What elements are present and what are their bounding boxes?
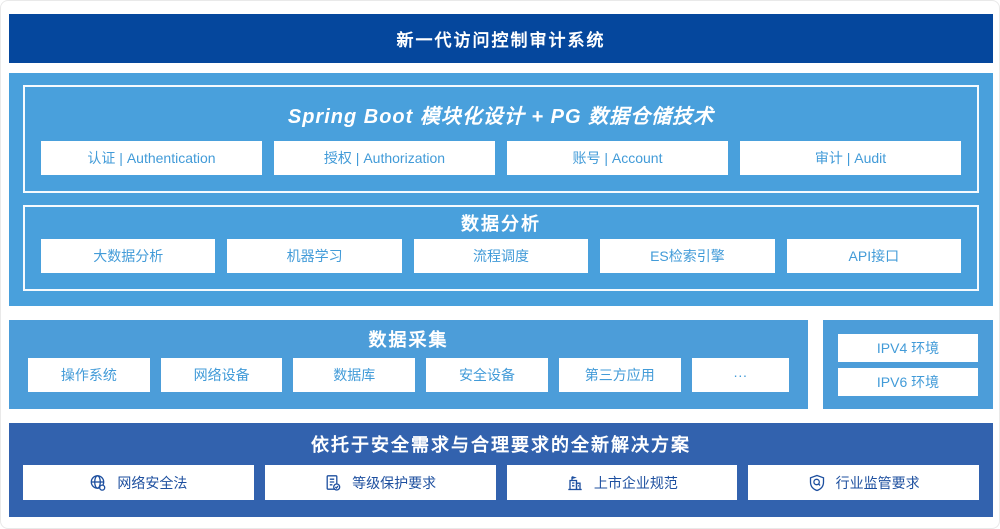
environment-panel: IPV4 环境 IPV6 环境: [823, 320, 993, 409]
solution-chip-label: 网络安全法: [117, 474, 188, 491]
solution-chip-classified-protection: 等级保护要求: [264, 465, 496, 500]
solution-chip-industry-regulation: 行业监管要求: [748, 465, 979, 500]
solution-chip-label: 上市企业规范: [593, 474, 678, 491]
env-chip-ipv6: IPV6 环境: [838, 367, 978, 396]
modules-title: Spring Boot 模块化设计 + PG 数据仓储技术: [287, 105, 715, 128]
analysis-chip-ml: 机器学习: [227, 239, 402, 273]
solution-chip-listed-company: 上市企业规范: [506, 465, 738, 500]
analysis-frame: 数据分析 大数据分析 机器学习 流程调度 ES检索引擎 API接口: [23, 205, 979, 291]
collection-row: 操作系统 网络设备 数据库 安全设备 第三方应用 ···: [9, 358, 808, 409]
analysis-chip-es: ES检索引擎: [600, 239, 775, 273]
collection-chip-network-device: 网络设备: [160, 358, 283, 392]
env-chip-ipv4: IPV4 环境: [838, 333, 978, 362]
collection-title: 数据采集: [368, 330, 449, 350]
banner-title: 新一代访问控制审计系统: [396, 31, 606, 50]
analysis-chip-bigdata: 大数据分析: [41, 239, 216, 273]
solution-chip-label: 行业监管要求: [835, 474, 920, 491]
module-chip-account: 账号 | Account: [507, 141, 728, 175]
shield-search-icon: [808, 474, 826, 492]
collection-chip-thirdparty: 第三方应用: [558, 358, 681, 392]
modules-frame: Spring Boot 模块化设计 + PG 数据仓储技术 认证 | Authe…: [23, 85, 979, 193]
platform-section: Spring Boot 模块化设计 + PG 数据仓储技术 认证 | Authe…: [9, 73, 993, 306]
collection-section: 数据采集 操作系统 网络设备 数据库 安全设备 第三方应用 ···: [9, 320, 808, 409]
collection-chip-database: 数据库: [293, 358, 416, 392]
globe-icon: [89, 474, 107, 492]
collection-chip-security-device: 安全设备: [426, 358, 548, 392]
banner: 新一代访问控制审计系统: [9, 14, 993, 63]
solution-chip-cybersecurity-law: 网络安全法: [23, 465, 254, 500]
solution-row: 网络安全法 等级保护要求: [9, 465, 993, 517]
analysis-chip-api: API接口: [786, 239, 962, 273]
analysis-title: 数据分析: [461, 214, 541, 234]
modules-row: 认证 | Authentication 授权 | Authorization 账…: [25, 141, 977, 191]
module-chip-audit: 审计 | Audit: [740, 141, 961, 175]
collection-chip-os: 操作系统: [28, 358, 150, 392]
analysis-row: 大数据分析 机器学习 流程调度 ES检索引擎 API接口: [25, 239, 977, 289]
solution-chip-label: 等级保护要求: [352, 474, 437, 491]
solution-section: 依托于安全需求与合理要求的全新解决方案 网络安全法: [9, 423, 993, 517]
building-icon: [566, 474, 584, 492]
module-chip-authentication: 认证 | Authentication: [41, 141, 262, 175]
document-check-icon: [324, 474, 342, 492]
collection-chip-ellipsis: ···: [691, 358, 789, 392]
module-chip-authorization: 授权 | Authorization: [274, 141, 495, 175]
analysis-chip-scheduling: 流程调度: [413, 239, 589, 273]
solution-title: 依托于安全需求与合理要求的全新解决方案: [311, 435, 691, 455]
